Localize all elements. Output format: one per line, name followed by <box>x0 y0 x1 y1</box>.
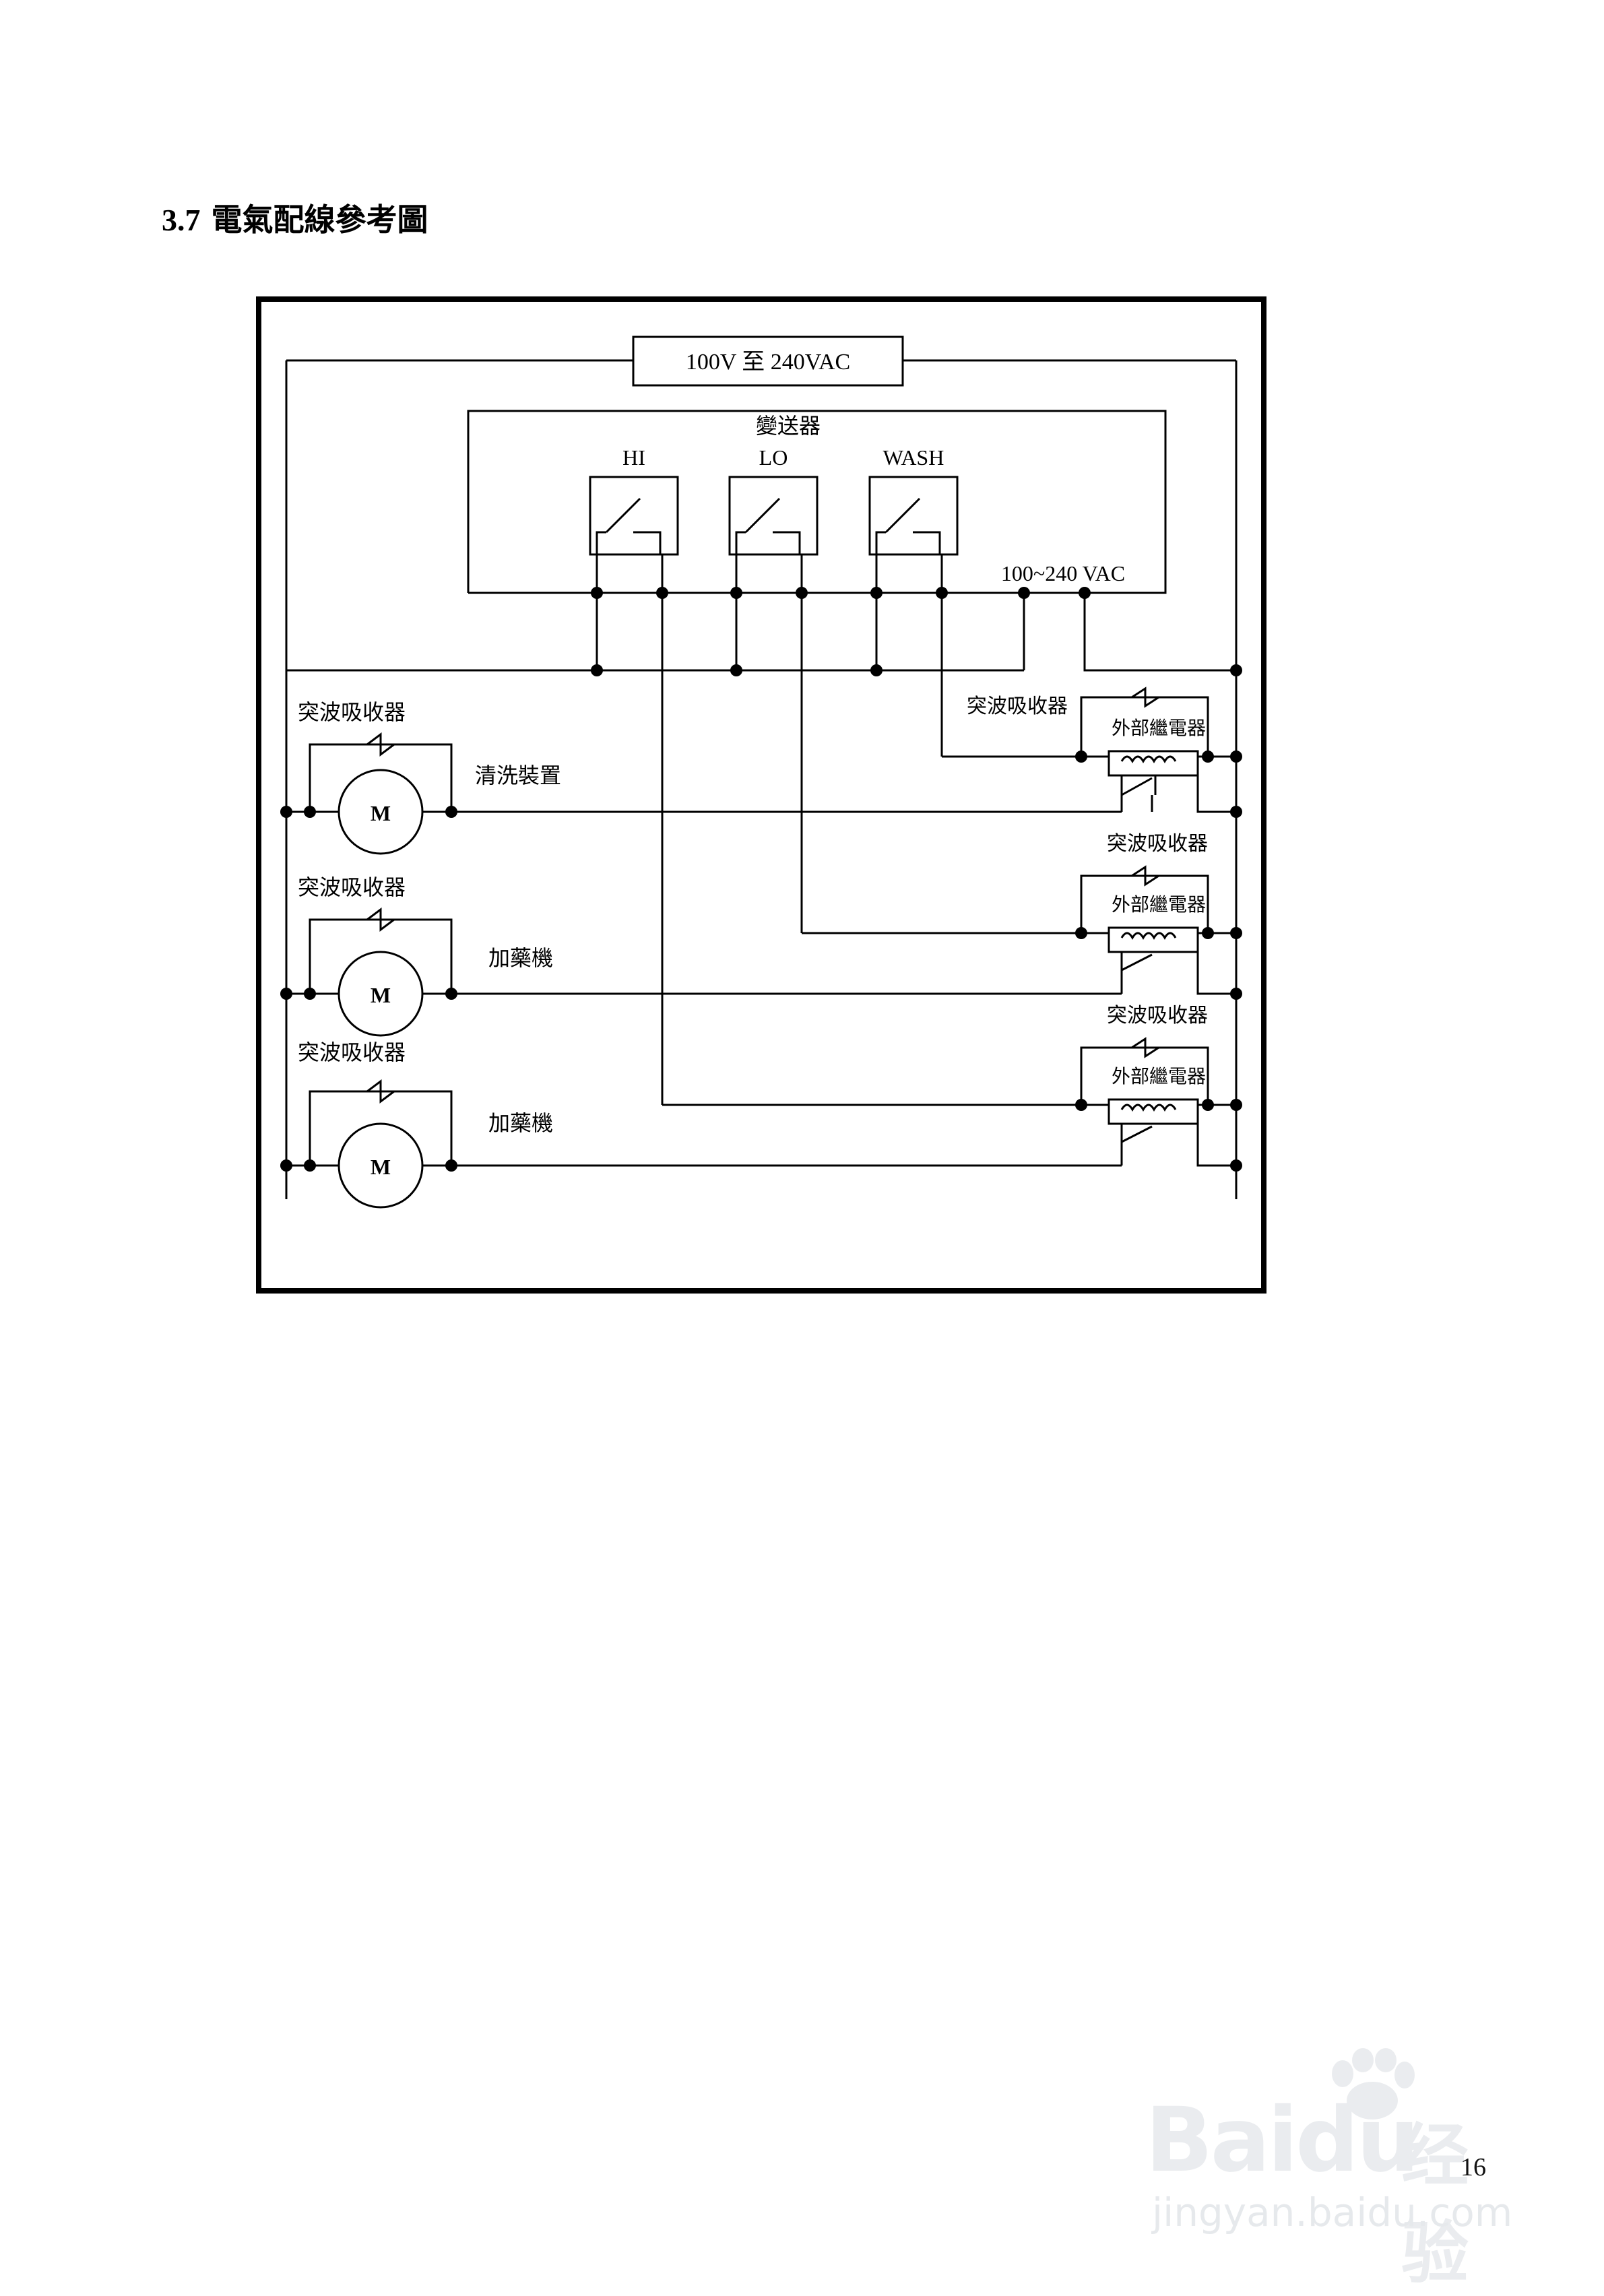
motor-3-surge-label: 突波吸收器 <box>298 1040 406 1065</box>
section-title: 電氣配線參考圖 <box>211 201 428 238</box>
motor-3-symbol: M <box>371 1155 391 1179</box>
motor-2-surge-label: 突波吸收器 <box>298 874 406 900</box>
junction-dots <box>280 587 1242 1172</box>
transmitter-box <box>467 410 1167 594</box>
watermark-brand: Baidu <box>1145 2088 1419 2192</box>
baidu-watermark: Baidu 经验 jingyan.baidu.com <box>1145 2048 1522 2293</box>
section-heading: 3.7 電氣配線參考圖 <box>162 195 428 240</box>
relay-1-label: 外部繼電器 <box>1112 717 1206 739</box>
section-number: 3.7 <box>162 203 201 237</box>
watermark-url: jingyan.baidu.com <box>1152 2190 1513 2235</box>
load-1-label: 清洗裝置 <box>475 763 561 788</box>
load-2-label: 加藥機 <box>488 945 553 971</box>
transmitter-label: 變送器 <box>756 413 821 439</box>
switch-label-hi: HI <box>622 445 645 470</box>
switch-box-lo <box>728 476 819 556</box>
motor-1 <box>338 769 424 855</box>
paw-icon <box>1332 2048 1415 2119</box>
relay-2-surge-label: 突波吸收器 <box>1107 832 1208 856</box>
relay-3-label: 外部繼電器 <box>1112 1065 1206 1087</box>
switch-label-lo: LO <box>759 445 788 470</box>
wiring-diagram: 100V 至 240VAC 變送器 HI LO WASH 100~240 VAC… <box>256 296 1266 1294</box>
supply-label: 100V 至 240VAC <box>686 350 850 375</box>
page-number: 16 <box>1461 2153 1486 2181</box>
motor-1-surge-label: 突波吸收器 <box>298 699 406 725</box>
diagram-frame <box>256 296 1266 1294</box>
motor-2 <box>338 951 424 1037</box>
motor-1-symbol: M <box>371 801 391 825</box>
switch-box-wash <box>868 476 959 556</box>
relay-3-surge-label: 突波吸收器 <box>1107 1004 1208 1027</box>
switch-label-wash: WASH <box>883 445 944 470</box>
motor-3 <box>338 1122 424 1209</box>
switch-box-hi <box>589 476 679 556</box>
transmitter-power-label: 100~240 VAC <box>1001 561 1125 585</box>
motor-2-symbol: M <box>371 983 391 1007</box>
relay-2-label: 外部繼電器 <box>1112 893 1206 916</box>
relay-1-surge-label: 突波吸收器 <box>967 695 1068 718</box>
load-3-label: 加藥機 <box>488 1110 553 1136</box>
supply-box <box>632 336 904 387</box>
wiring-diagram-svg: 100V 至 240VAC 變送器 HI LO WASH 100~240 VAC… <box>256 296 1266 1294</box>
